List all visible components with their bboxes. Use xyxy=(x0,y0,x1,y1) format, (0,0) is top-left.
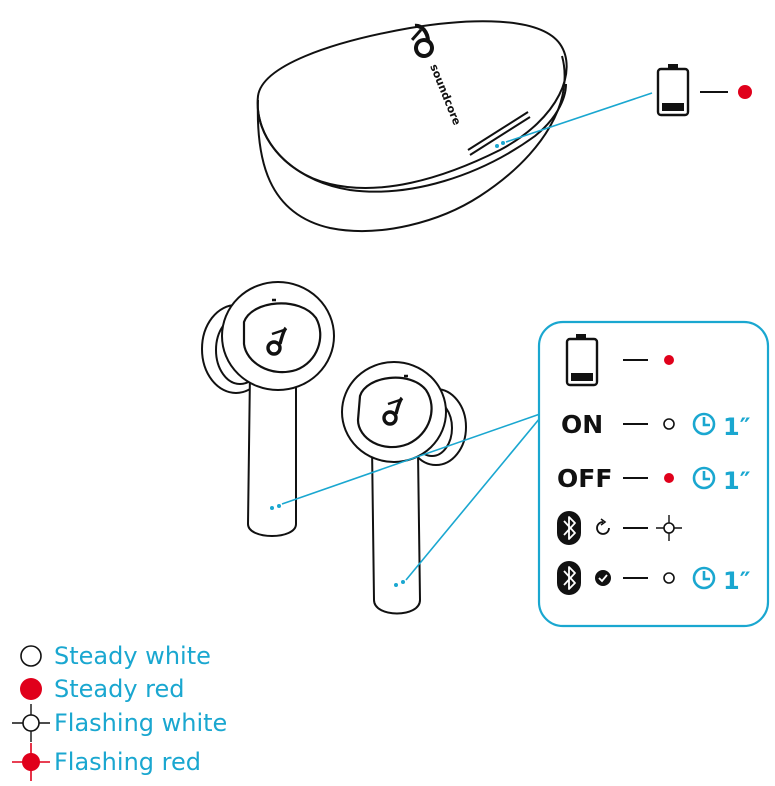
legend-item-steady-red: Steady red xyxy=(20,675,185,703)
steady-white-indicator xyxy=(663,418,675,430)
right-earbud xyxy=(341,361,467,615)
clock-icon xyxy=(692,566,716,590)
status-panel xyxy=(537,320,770,628)
legend-label: Flashing white xyxy=(54,709,227,737)
case-battery-low-icon xyxy=(656,64,690,117)
legend: Steady white Steady red Flashing white F… xyxy=(12,642,227,781)
legend-label: Flashing red xyxy=(54,748,201,776)
legend-item-flashing-red: Flashing red xyxy=(12,743,201,781)
case-callout-line xyxy=(505,92,653,143)
legend-item-steady-white: Steady white xyxy=(20,642,211,670)
off-duration: 1″ xyxy=(723,467,751,495)
right-earbud-callout-line xyxy=(405,417,541,581)
charging-case xyxy=(256,20,568,232)
steady-red-symbol xyxy=(20,678,42,700)
off-label: OFF xyxy=(557,464,612,493)
right-earbud-led-dot xyxy=(394,583,398,587)
bluetooth-icon xyxy=(557,561,581,595)
check-icon xyxy=(595,570,611,586)
left-earbud-logo xyxy=(266,326,288,356)
clock-icon xyxy=(692,412,716,436)
left-earbud-callout-line xyxy=(281,413,541,505)
on-label: ON xyxy=(561,410,603,439)
flashing-white-indicator xyxy=(656,515,682,541)
flashing-red-symbol xyxy=(12,743,50,781)
panel-row-connected: 1″ xyxy=(557,561,751,595)
on-duration: 1″ xyxy=(723,413,751,441)
legend-label: Steady white xyxy=(54,642,211,670)
left-earbud-led-dot xyxy=(277,504,281,508)
right-earbud-logo xyxy=(382,396,404,426)
panel-row-off: OFF 1″ xyxy=(557,464,751,495)
legend-label: Steady red xyxy=(54,675,185,703)
steady-red-indicator xyxy=(664,355,674,365)
case-led-dot xyxy=(501,141,505,145)
case-steady-red-indicator xyxy=(738,85,752,99)
clock-icon xyxy=(692,466,716,490)
panel-row-battery xyxy=(565,334,674,387)
bluetooth-icon xyxy=(557,511,581,545)
soundcore-logo xyxy=(410,23,434,58)
flashing-white-symbol xyxy=(12,704,50,742)
brand-label: soundcore xyxy=(427,62,463,127)
steady-white-symbol xyxy=(20,645,42,667)
left-earbud-led-dot xyxy=(270,506,274,510)
steady-red-indicator xyxy=(664,473,674,483)
panel-row-pairing xyxy=(557,511,682,545)
connected-duration: 1″ xyxy=(723,567,751,595)
case-led-dot xyxy=(495,144,499,148)
battery-low-icon xyxy=(565,334,599,387)
steady-white-indicator xyxy=(663,572,675,584)
refresh-icon xyxy=(596,518,610,535)
legend-item-flashing-white: Flashing white xyxy=(12,704,227,742)
panel-row-on: ON 1″ xyxy=(561,410,751,441)
left-earbud xyxy=(201,281,335,537)
right-earbud-led-dot xyxy=(401,580,405,584)
